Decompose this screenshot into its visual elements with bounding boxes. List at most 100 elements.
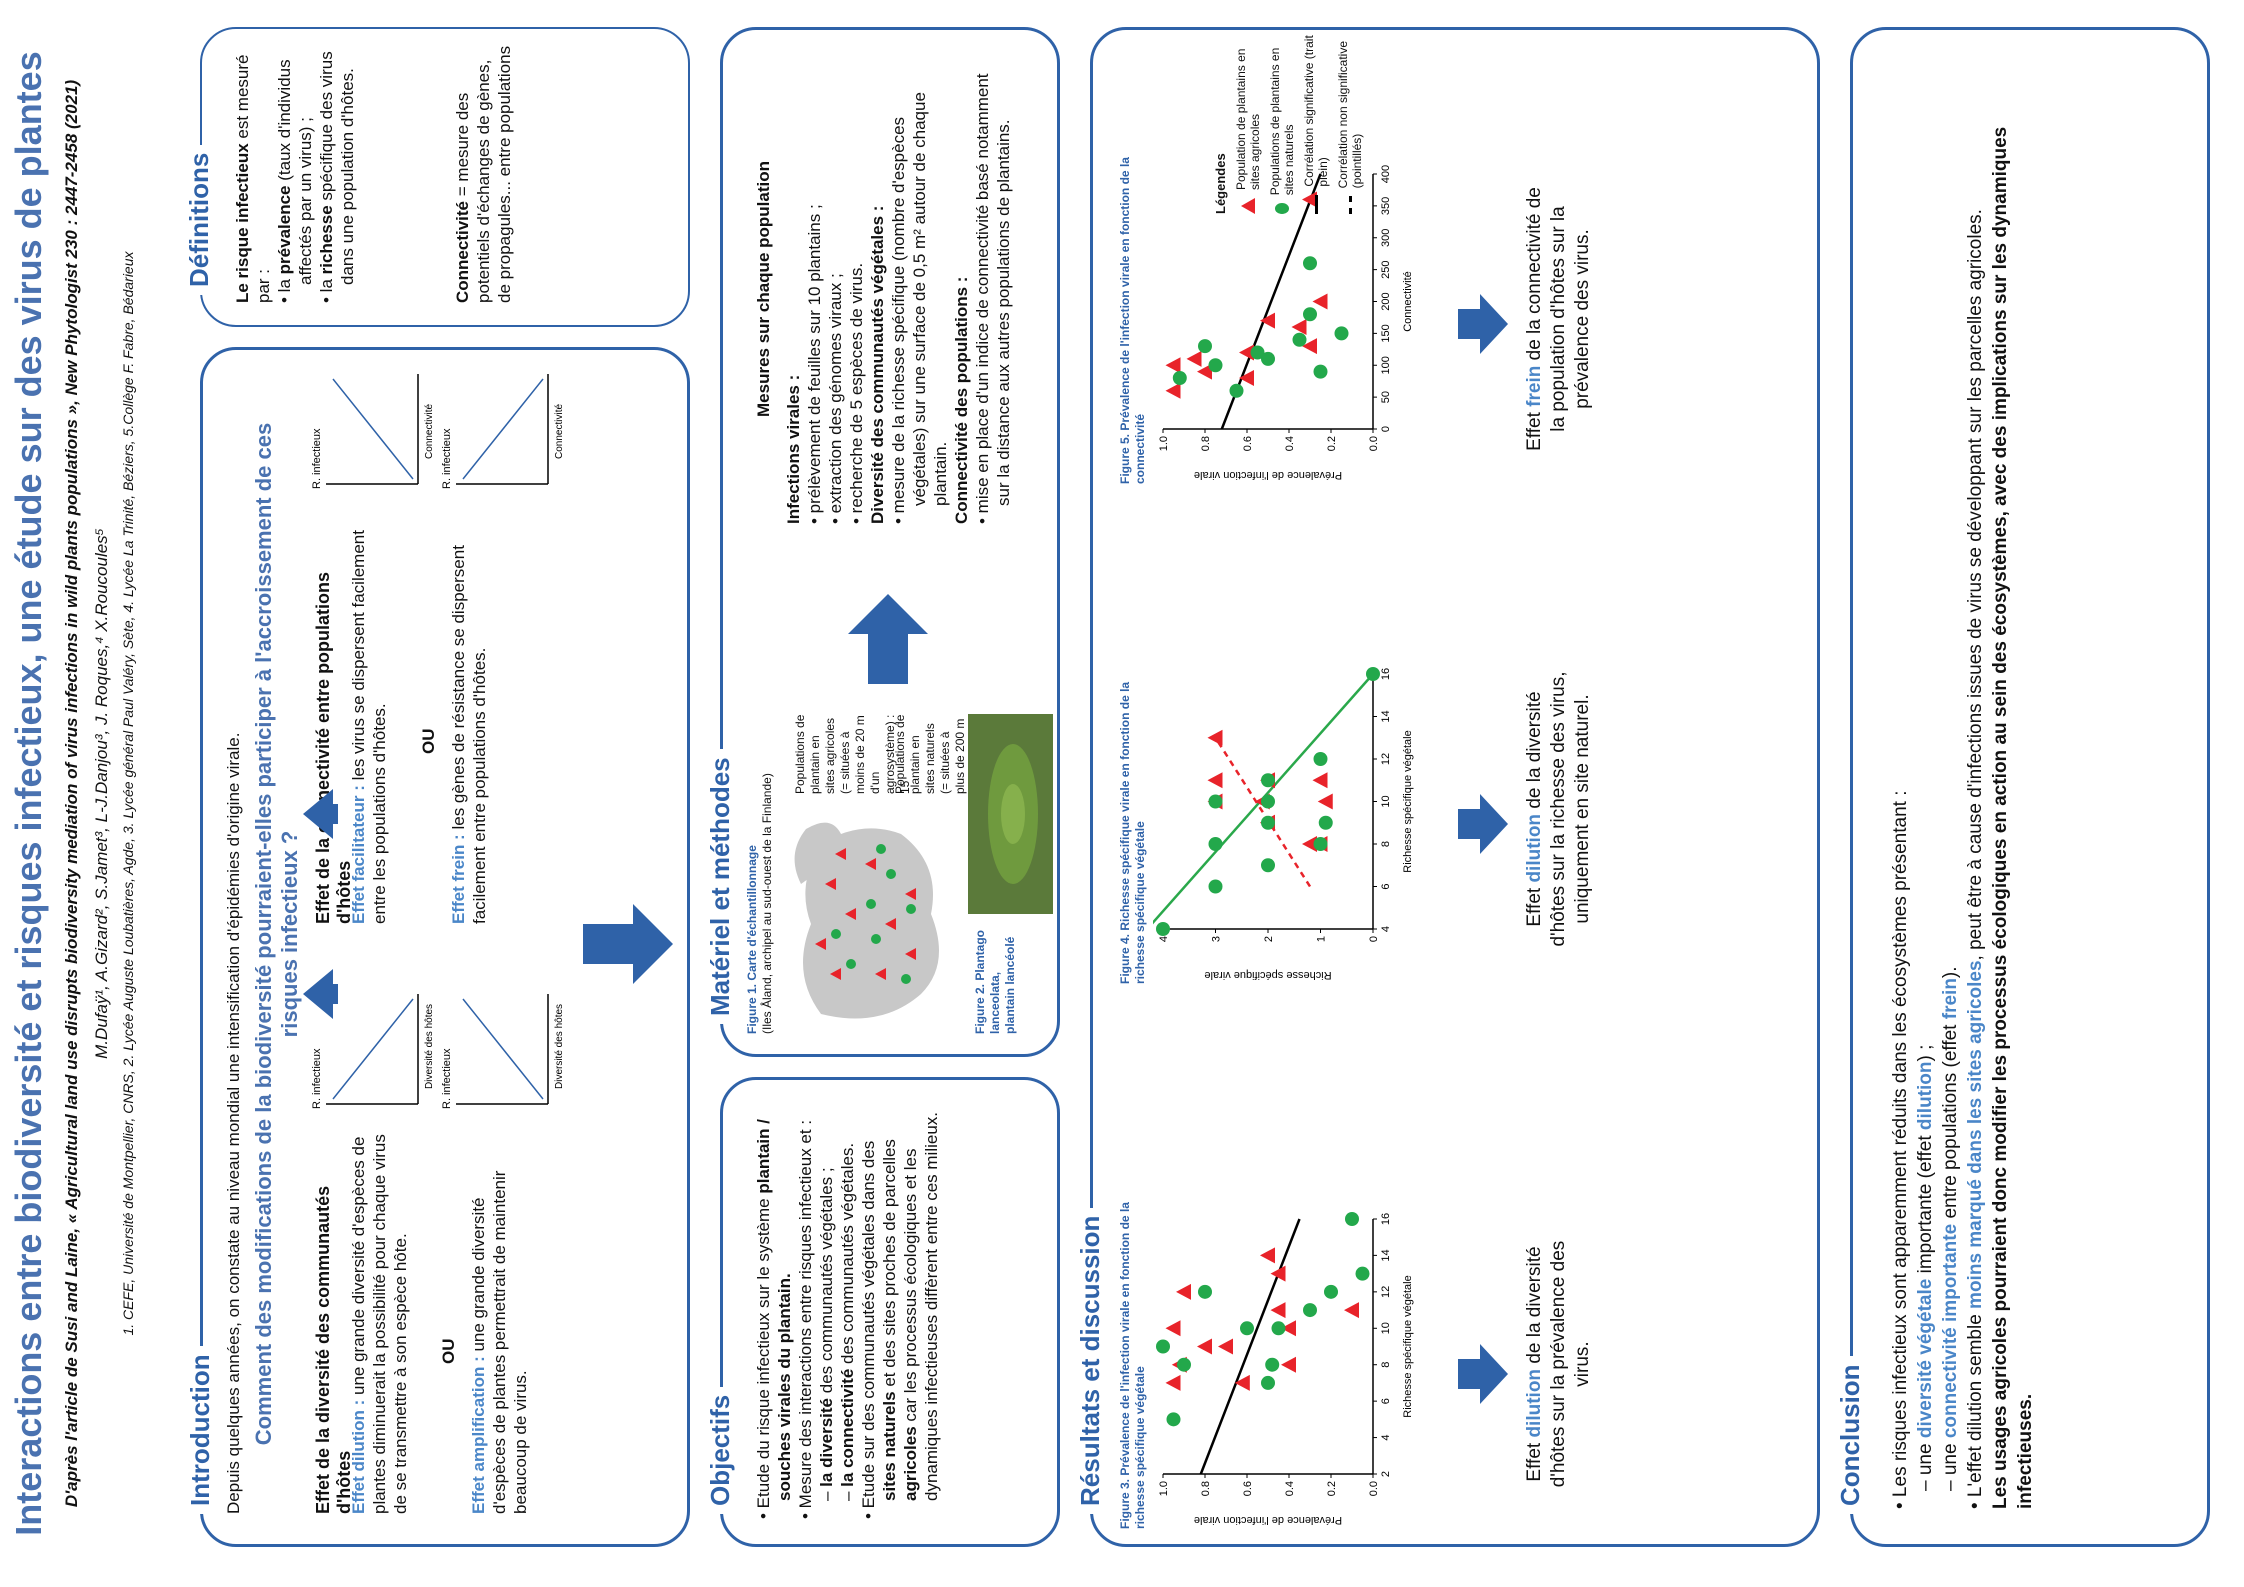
results-box: Résultats et discussion Figure 3. Préval… [1075, 24, 1820, 1547]
data-point-nat [1303, 1303, 1317, 1318]
x-tick-label: 0 [1380, 426, 1392, 432]
mini-graph-ylabel: R. infectieux [311, 1048, 323, 1109]
left-effect-2: Effet amplification : une grande diversi… [469, 1170, 530, 1514]
fig1-caption: Figure 1. Carte d'échantillonnage(Iles Å… [745, 773, 774, 1034]
mini-graph-xlabel: Diversité des hôtes [554, 1004, 565, 1089]
data-point-nat [1208, 794, 1223, 809]
data-point-agri [1302, 191, 1317, 208]
fig5-caption: Figure 5. Prévalence de l'infection vira… [1118, 157, 1147, 484]
data-point-agri [1317, 793, 1333, 810]
data-point-agri [1281, 1356, 1296, 1373]
map-marker-nat [906, 904, 916, 914]
data-point-agri [1197, 363, 1212, 380]
map-marker-agri [830, 968, 841, 980]
y-tick-label: 0.2 [1326, 436, 1338, 451]
data-point-agri [1239, 344, 1254, 361]
data-point-nat [1261, 1375, 1275, 1390]
map-marker-nat [871, 934, 881, 944]
intro-question: Comment des modifications de la biodiver… [251, 422, 302, 1446]
down-arrow-icon [1458, 294, 1508, 354]
fig3-caption: Figure 3. Prévalence de l'infection vira… [1118, 1202, 1147, 1529]
data-point-agri [1260, 1247, 1275, 1264]
conclusion-box: Conclusion Les risques infectieux sont a… [1835, 27, 2210, 1547]
x-tick-label: 350 [1380, 197, 1392, 215]
data-point-nat [1261, 794, 1275, 809]
x-axis-label: Connectivité [1402, 271, 1414, 332]
objectifs-title: Objectifs [705, 1386, 736, 1514]
data-point-agri [1312, 293, 1328, 310]
data-point-nat [1355, 1266, 1370, 1281]
y-tick-label: 1 [1316, 936, 1328, 942]
data-point-agri [1186, 350, 1202, 367]
def-risk: Le risque infectieux est mesuré par : la… [232, 43, 358, 303]
conclusion-body: Les risques infectieux sont apparemment … [1888, 69, 2038, 1509]
y-tick-label: 3 [1211, 936, 1223, 942]
data-point-agri [1291, 319, 1307, 335]
x-tick-label: 8 [1380, 1362, 1392, 1368]
map-marker-agri [835, 848, 846, 860]
mini-graph-xlabel: Diversité des hôtes [424, 1004, 435, 1089]
data-point-nat [1261, 858, 1275, 873]
data-point-nat [1271, 1321, 1286, 1336]
data-point-agri [1312, 772, 1328, 789]
data-point-nat [1172, 371, 1187, 385]
poster-title: Interactions entre biodiversité et risqu… [8, 51, 49, 1536]
legend-title: Légendes [1213, 153, 1228, 214]
measures-body: Infections virales : prélèvement de feui… [783, 54, 1014, 524]
circle-icon [1275, 203, 1289, 214]
x-tick-label: 10 [1380, 795, 1392, 807]
effect-1: Effet dilution de la diversité d'hôtes s… [1524, 1240, 1593, 1488]
y-tick-label: 4 [1158, 936, 1170, 942]
big-right-arrow-icon [848, 594, 928, 684]
data-point-agri [1270, 1302, 1286, 1319]
data-point-nat [1334, 326, 1349, 341]
data-point-nat [1261, 773, 1275, 788]
data-point-nat [1229, 383, 1244, 398]
data-point-agri [1165, 357, 1181, 374]
y-tick-label: 1.0 [1158, 436, 1170, 451]
map-marker-agri [885, 918, 896, 930]
map-marker-nat [901, 974, 911, 984]
map-land [794, 822, 841, 884]
legend-item-nat: Populations de plantains en sites nature… [1268, 24, 1296, 214]
data-point-nat [1303, 307, 1317, 322]
right-effect-1: Effet facilitateur : les virus se disper… [349, 530, 389, 924]
legend: Légendes Population de plantains en site… [1213, 24, 1370, 214]
data-point-nat [1345, 1212, 1359, 1226]
dashed-line-icon [1348, 196, 1352, 214]
data-point-agri [1234, 1374, 1250, 1391]
data-point-nat [1208, 837, 1223, 851]
mini-graph-ylabel: R. infectieux [441, 428, 453, 489]
mini-graph-ylabel: R. infectieux [311, 428, 323, 489]
y-tick-label: 0.4 [1284, 1481, 1296, 1496]
data-point-nat [1208, 879, 1223, 894]
y-tick-label: 0.8 [1200, 436, 1212, 451]
definitions-box: Définitions Le risque infectieux est mes… [184, 27, 690, 327]
mini-trend-up [332, 378, 414, 480]
x-tick-label: 10 [1380, 1322, 1392, 1334]
down-arrow-icon [1458, 794, 1508, 854]
legend-item-agri: Population de plantains en sites agricol… [1234, 24, 1262, 214]
authors: M.Dufaÿ¹, A.Gizard², S.Jamet³, L-J.Danjo… [92, 528, 111, 1059]
data-point-nat [1177, 1357, 1191, 1372]
map-marker-nat [846, 959, 856, 969]
data-point-nat [1324, 1284, 1338, 1299]
sampling-map [794, 822, 939, 1019]
y-tick-label: 0.6 [1242, 436, 1254, 451]
data-point-nat [1292, 332, 1307, 347]
down-arrow-icon [1458, 1344, 1508, 1404]
legend-item-nonsig: Corrélation non significative (pointillé… [1336, 24, 1364, 214]
map-marker-agri [845, 908, 856, 920]
y-axis-label: Prévalence de l'infection virale [1194, 1514, 1342, 1526]
def-connectivity: Connectivité = mesure des potentiels d'é… [453, 45, 514, 303]
citation: D'après l'article de Susi and Laine, « A… [62, 79, 81, 1508]
objectifs-body: Etude du risque infectieux sur le systèm… [753, 1099, 942, 1519]
x-tick-label: 2 [1380, 1471, 1392, 1477]
y-tick-label: 0.2 [1326, 1481, 1338, 1496]
data-point-agri [1344, 1302, 1359, 1319]
left-effect-1: Effet dilution : une grande diversité d'… [349, 1134, 410, 1514]
data-point-nat [1198, 339, 1212, 354]
effect-3: Effet frein de la connectivité de la pop… [1524, 187, 1593, 451]
data-point-agri [1197, 1338, 1212, 1355]
